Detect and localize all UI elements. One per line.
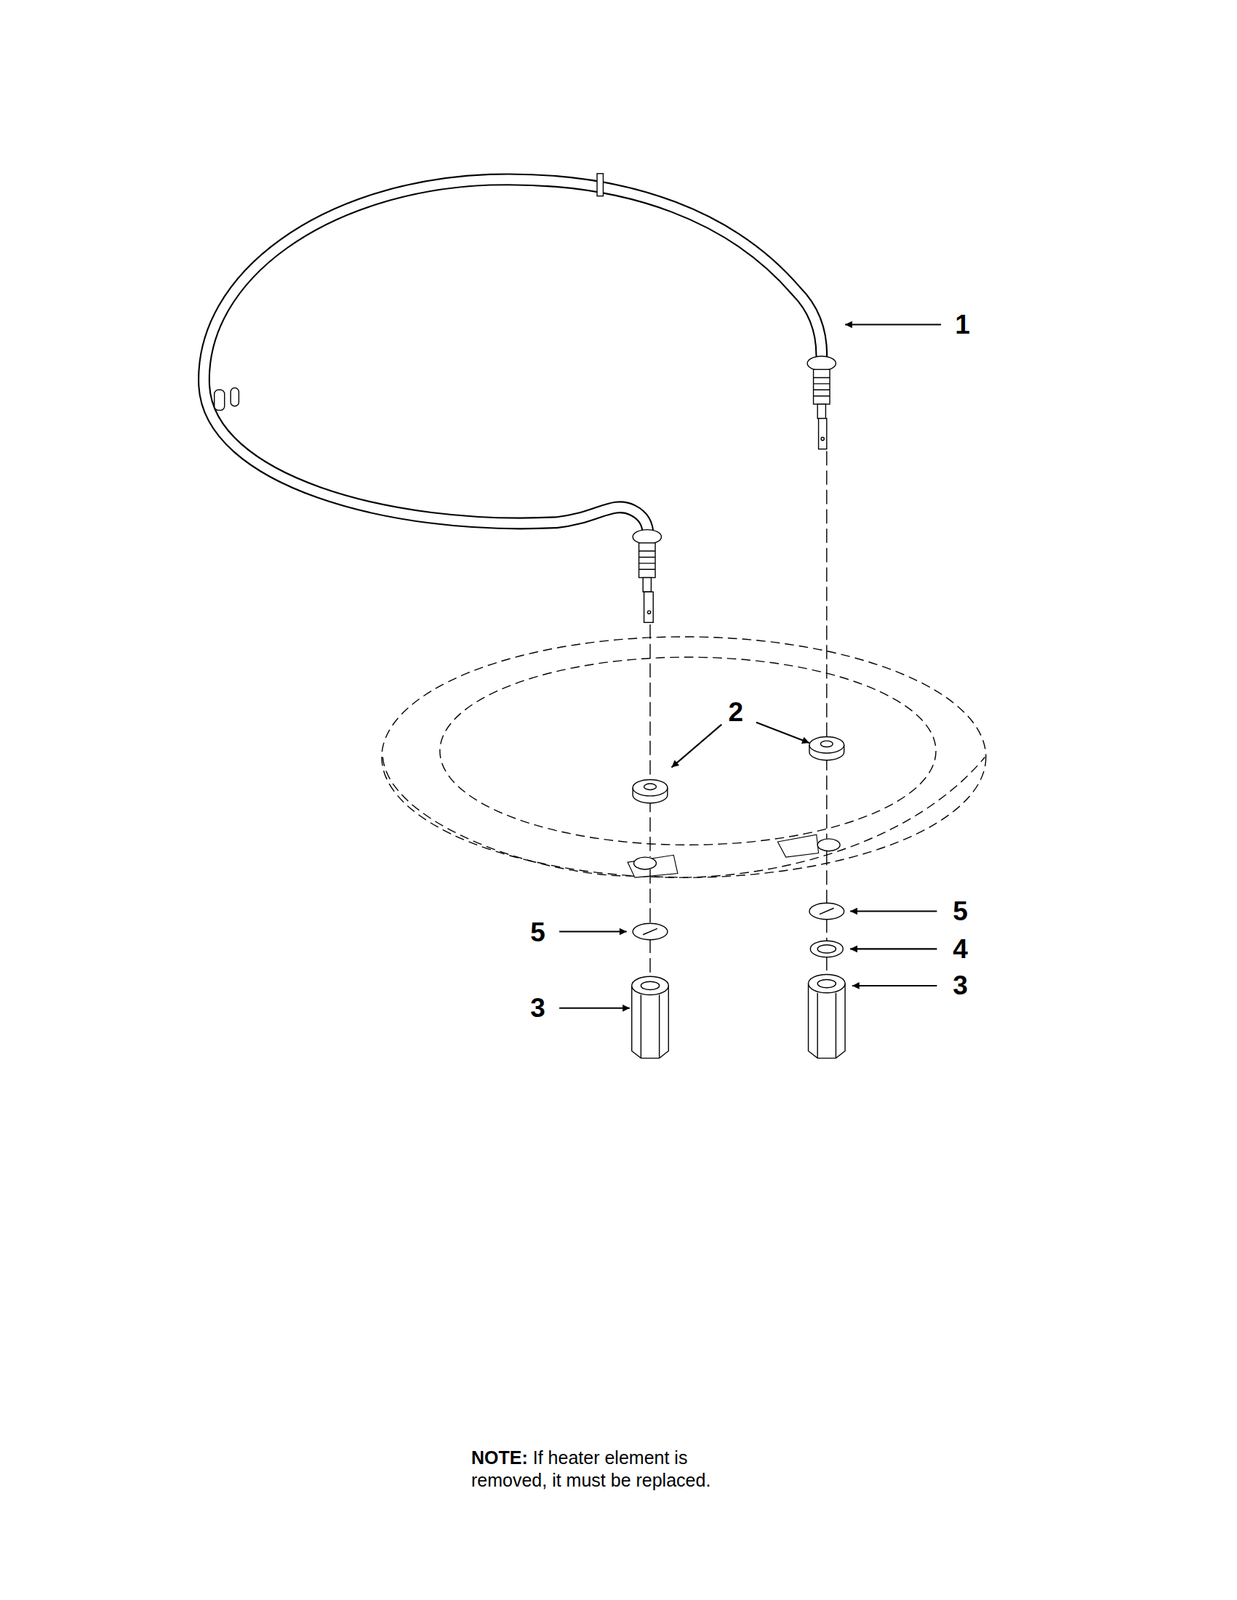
callout-number: 1 <box>953 311 972 339</box>
callout-number: 5 <box>951 898 970 926</box>
callout-number: 3 <box>951 972 970 1000</box>
callout-number: 4 <box>951 935 970 963</box>
note-block: NOTE:If heater element is removed, it mu… <box>471 1447 748 1493</box>
callout-number: 2 <box>727 698 746 726</box>
callout-number: 5 <box>528 919 547 947</box>
callout-number: 3 <box>528 994 547 1022</box>
note-heading: NOTE: <box>471 1447 528 1469</box>
